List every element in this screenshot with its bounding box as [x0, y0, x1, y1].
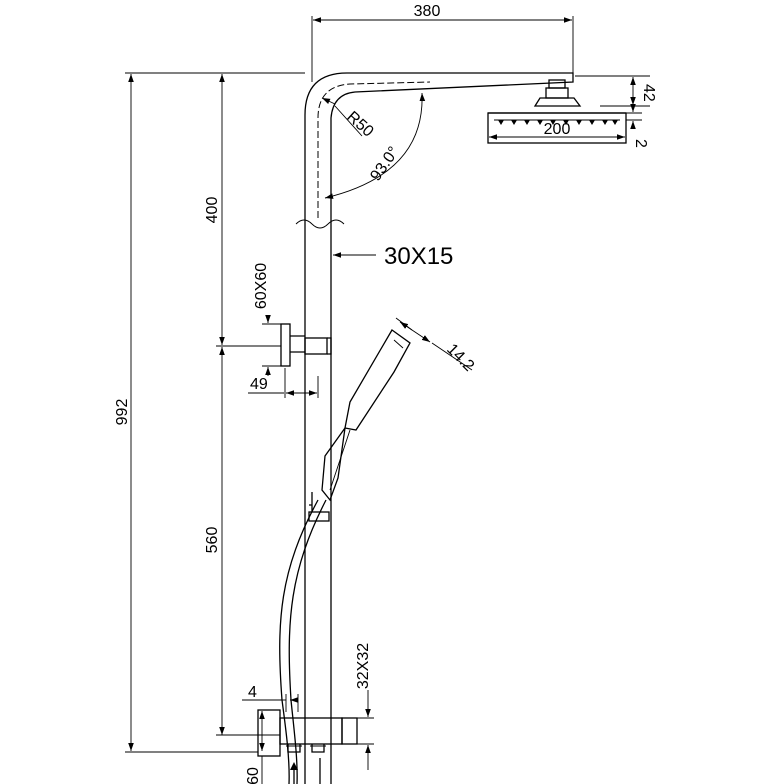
dim-valve-height: 60 — [245, 767, 262, 784]
diverter-valve — [257, 709, 358, 784]
dim-bend-angle: 93.0° — [367, 144, 402, 185]
dimension-lines — [125, 16, 650, 784]
dim-valve-section: 32X32 — [355, 643, 372, 689]
nozzle-row — [498, 120, 618, 125]
dim-arm-to-bracket: 400 — [204, 197, 221, 224]
riser-rail — [295, 72, 574, 784]
hand-shower — [321, 329, 411, 502]
dim-bracket-offset: 49 — [250, 376, 268, 393]
dim-bend-radius: R50 — [343, 108, 376, 140]
slide-clamp — [308, 492, 330, 522]
dim-rail-section: 30X15 — [384, 243, 453, 270]
dim-head-width: 200 — [544, 121, 571, 138]
wall-bracket — [280, 323, 332, 367]
dim-bracket-size: 60X60 — [253, 263, 270, 309]
dim-head-thickness: 42 — [640, 84, 657, 102]
dim-arm-length: 380 — [414, 3, 441, 20]
dim-handset-head: 14.2 — [443, 341, 477, 375]
dim-head-plate: 2 — [632, 139, 649, 148]
dim-hose-offset: 4 — [248, 684, 257, 701]
hose — [279, 499, 327, 784]
dim-bracket-to-valve: 560 — [204, 527, 221, 554]
dim-overall-height: 992 — [114, 399, 131, 426]
overhead-shower-head — [487, 79, 627, 144]
